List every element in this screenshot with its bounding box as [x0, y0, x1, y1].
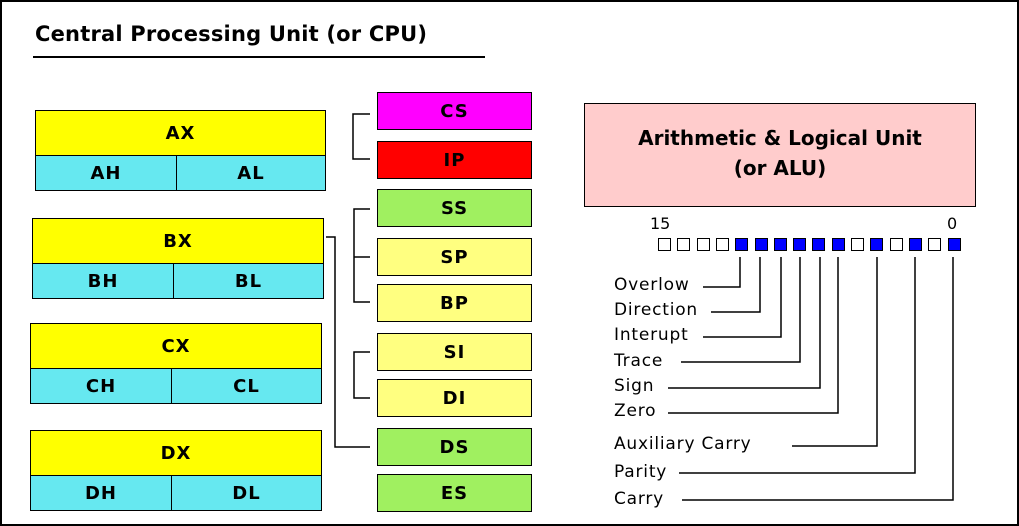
- bit-15-label: 15: [650, 214, 671, 233]
- flag-bit-6: [831, 238, 845, 251]
- flag-bit-7: [812, 238, 826, 251]
- register-dh: DH: [30, 475, 172, 511]
- register-bx-full: BX: [32, 218, 324, 264]
- alu-title: Arithmetic & Logical Unit: [638, 126, 922, 150]
- bit-0-label: 0: [947, 214, 958, 233]
- register-ip: IP: [377, 141, 532, 179]
- flag-bit-12: [715, 238, 729, 251]
- register-ax-full: AX: [35, 110, 326, 156]
- title-underline: [33, 56, 485, 58]
- si-di-bracket: [353, 351, 370, 399]
- flag-leader: [668, 257, 839, 414]
- ss-bp-bracket: [353, 208, 370, 303]
- flag-bit-2: [908, 238, 922, 251]
- flag-leader: [681, 257, 801, 363]
- flag-zero-label: Zero: [614, 401, 657, 421]
- register-cx-full: CX: [30, 323, 322, 369]
- register-ch: CH: [30, 368, 172, 404]
- flag-direction-label: Direction: [614, 300, 698, 320]
- flag-bit-15: [658, 238, 671, 251]
- flag-leader: [668, 257, 821, 389]
- flag-bit-5: [851, 238, 864, 251]
- register-bl: BL: [173, 263, 324, 299]
- register-bp: BP: [377, 284, 532, 322]
- flag-interrupt-label: Interupt: [614, 325, 689, 345]
- flag-auxiliary-carry-label: Auxiliary Carry: [614, 434, 752, 454]
- flag-bit-1: [928, 238, 942, 251]
- alu-box: Arithmetic & Logical Unit (or ALU): [584, 103, 976, 207]
- flag-bit-10: [754, 238, 768, 251]
- flag-leader: [792, 257, 878, 447]
- flag-bit-0: [947, 238, 961, 251]
- register-ds: DS: [377, 428, 532, 466]
- register-dl: DL: [171, 475, 322, 511]
- flag-leader: [679, 257, 916, 474]
- flag-bit-13: [696, 238, 710, 251]
- register-sp: SP: [377, 238, 532, 276]
- flag-trace-label: Trace: [614, 351, 664, 371]
- register-ah: AH: [35, 155, 177, 191]
- register-si: SI: [377, 333, 532, 371]
- register-ss: SS: [377, 189, 532, 227]
- bx-ds-connector: [326, 236, 370, 448]
- alu-subtitle: (or ALU): [733, 156, 827, 180]
- register-cs: CS: [377, 92, 532, 130]
- flag-bit-9: [773, 238, 787, 251]
- register-bh: BH: [32, 263, 174, 299]
- register-es: ES: [377, 474, 532, 512]
- flag-leader: [703, 257, 741, 288]
- flag-bit-11: [735, 238, 749, 251]
- flag-carry-label: Carry: [614, 489, 665, 509]
- flag-sign-label: Sign: [614, 376, 655, 396]
- register-al: AL: [176, 155, 326, 191]
- flag-bit-14: [677, 238, 691, 251]
- flag-leader: [682, 257, 954, 501]
- diagram-title: Central Processing Unit (or CPU): [35, 22, 428, 46]
- flag-leader: [703, 257, 782, 338]
- flag-bit-8: [793, 238, 807, 251]
- flag-leader: [711, 257, 761, 313]
- cs-ip-bracket: [352, 113, 370, 160]
- register-cl: CL: [171, 368, 322, 404]
- register-di: DI: [377, 379, 532, 417]
- flag-bit-3: [889, 238, 903, 251]
- flag-parity-label: Parity: [614, 462, 668, 482]
- flag-bit-4: [870, 238, 884, 251]
- flag-overflow-label: Overlow: [614, 275, 690, 295]
